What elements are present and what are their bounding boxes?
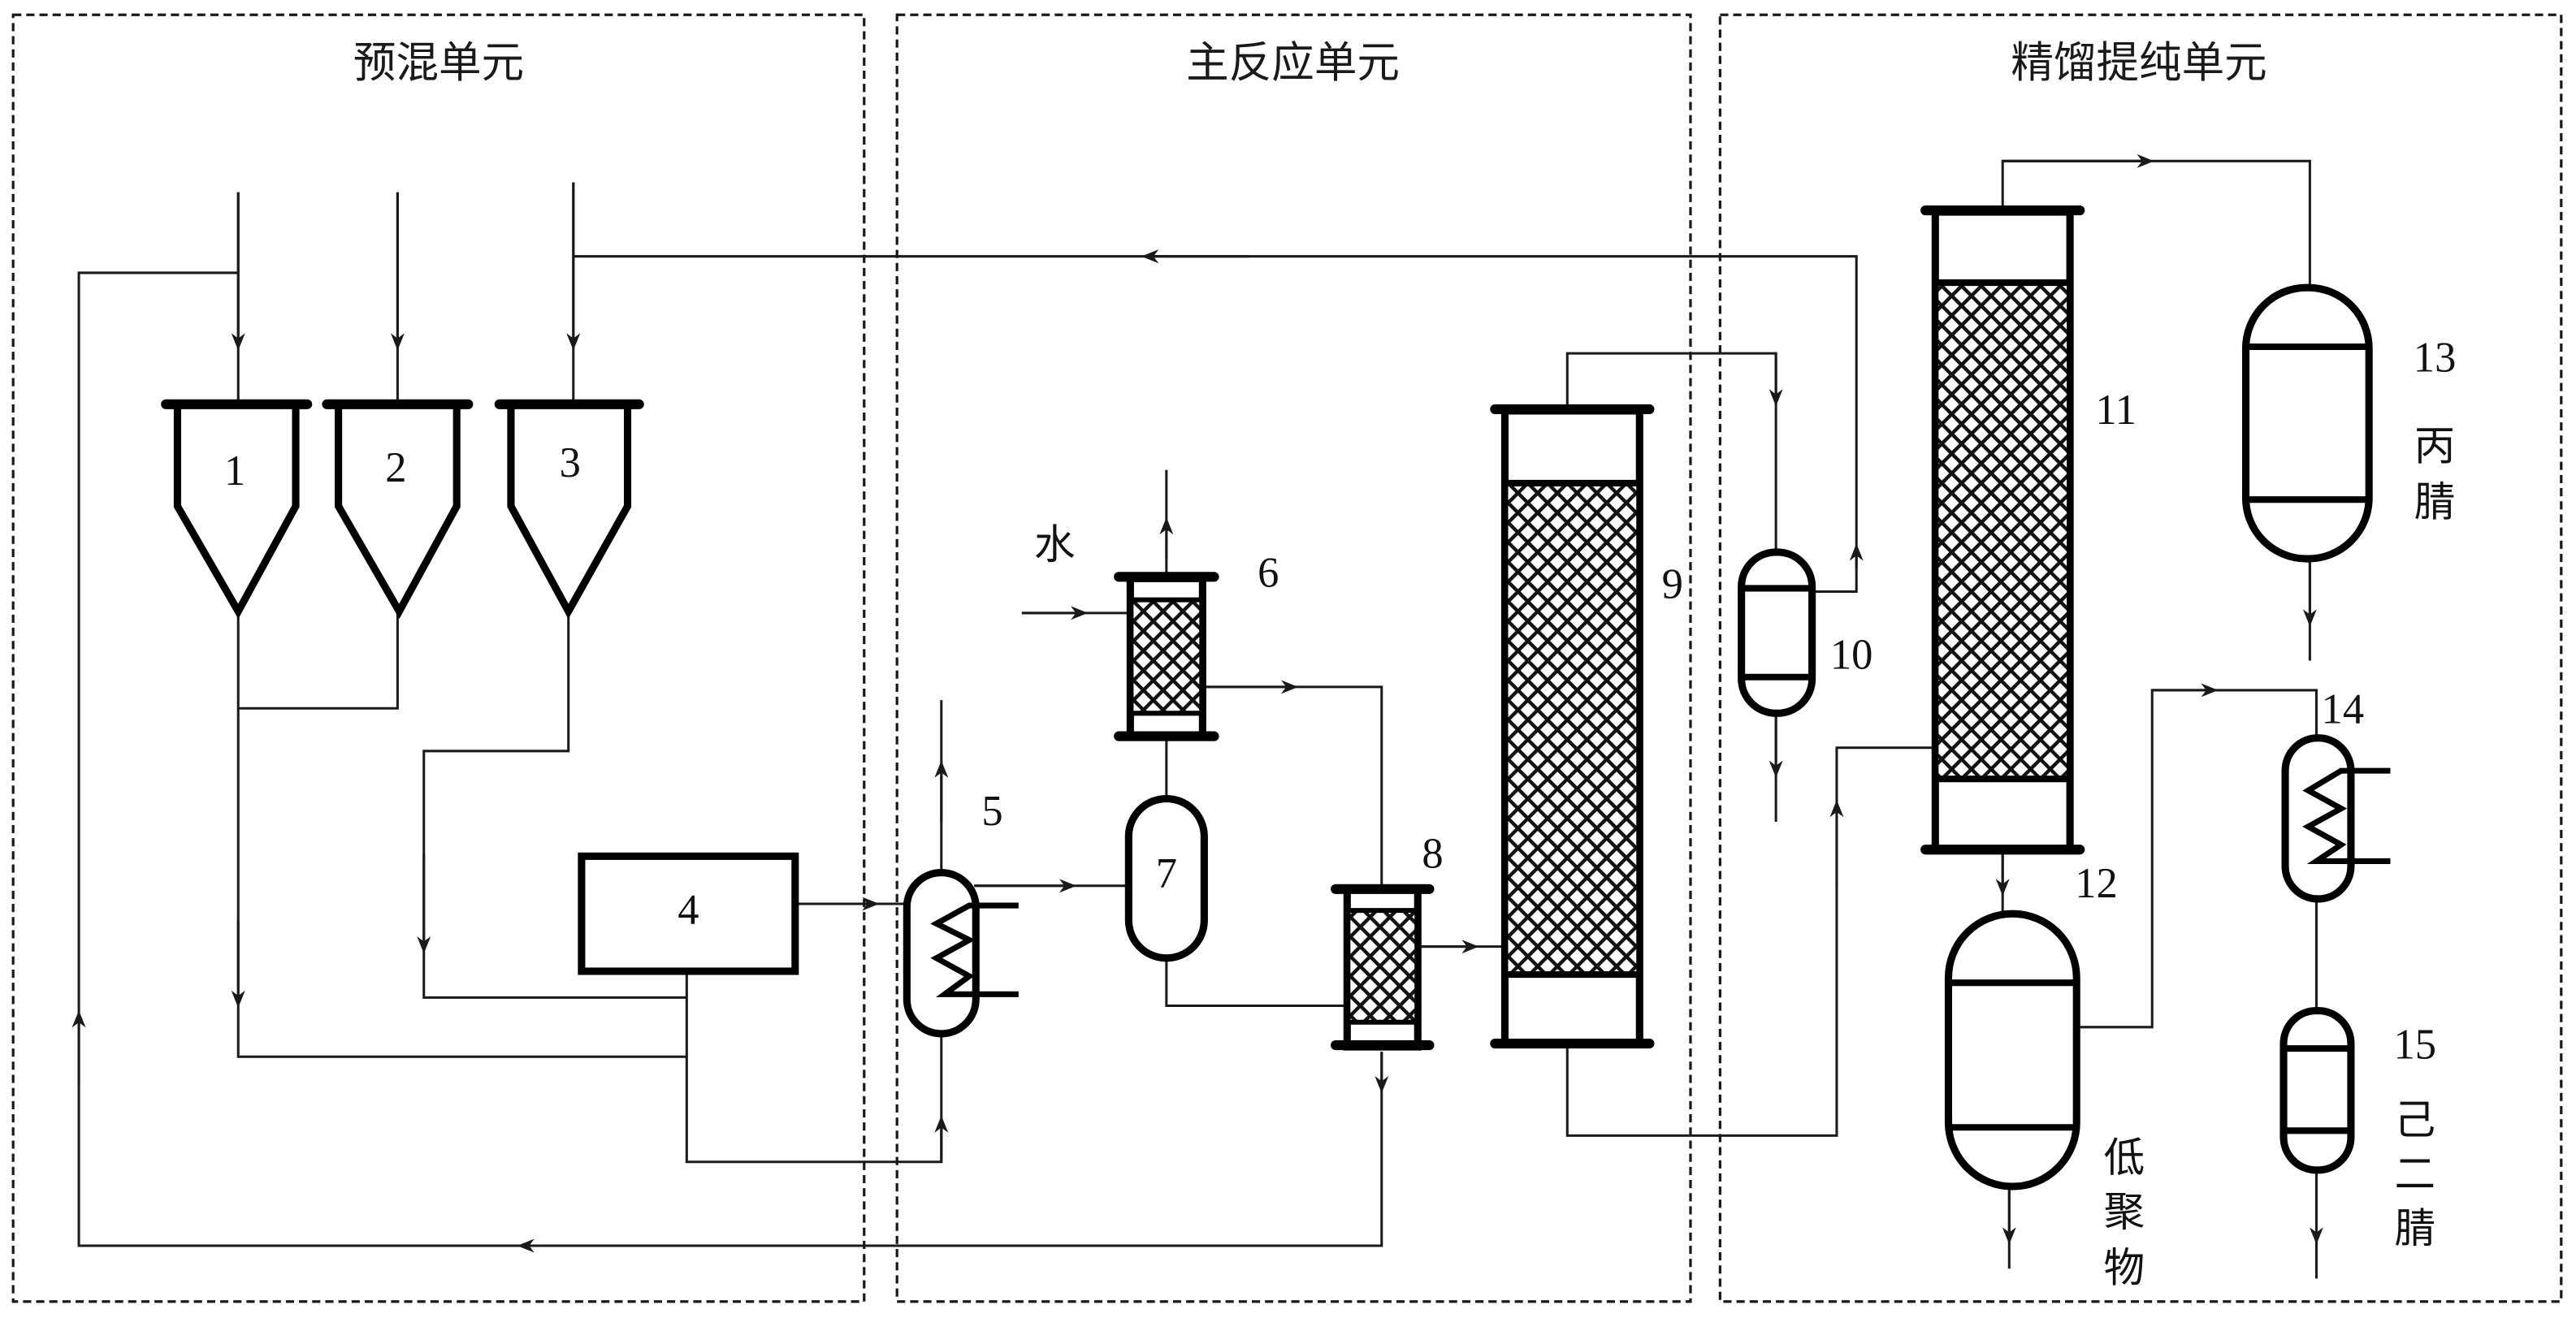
column-11-to-tank-13: [2001, 159, 2311, 288]
unit-main-reaction-title: 主反应单元: [1186, 38, 1400, 88]
recycle-pipe-8-to-1: [77, 271, 1383, 1247]
equipment-label-10: 10: [1830, 632, 1873, 679]
receiver-tank-13: 13 丙 腈: [2241, 283, 2457, 563]
separator-10-to-recycle: [1812, 568, 1858, 594]
unit-main-reaction: 主反应单元: [895, 13, 1692, 1303]
unit-premix-border: [11, 13, 866, 1303]
heat-exchanger-5: 5: [903, 788, 1019, 1038]
hopper-2-body: [335, 405, 461, 620]
propionitrile-label-2: 腈: [2414, 478, 2456, 525]
unit-premix-title: 预混单元: [353, 38, 524, 88]
water-label: 水: [1034, 521, 1076, 568]
absorber-6-to-reactor-8: [1204, 685, 1383, 888]
packed-reactor-8: 8: [1331, 830, 1444, 1051]
packed-reactor-8-packing: [1350, 912, 1415, 1021]
unit-distillation-border: [1718, 13, 2563, 1303]
oligomer-label-2: 聚: [2104, 1188, 2145, 1236]
vessel-7: 7: [1124, 794, 1208, 962]
packed-column-9-packing: [1508, 484, 1637, 974]
equipment-label-14: 14: [2322, 685, 2365, 732]
equipment-label-7: 7: [1156, 850, 1177, 897]
oligomer-label-1: 低: [2104, 1134, 2145, 1182]
column-9-to-column-11: [1565, 746, 1933, 1137]
unit-main-reaction-border: [895, 13, 1692, 1303]
heat-exchanger-5-coil: [930, 902, 1019, 997]
receiver-tank-15: 15 己 二 腈: [2279, 1007, 2437, 1252]
equipment-label-11: 11: [2095, 387, 2137, 434]
equipment-label-15: 15: [2394, 1021, 2437, 1068]
packed-absorber-6: 6 水: [1034, 521, 1279, 741]
receiver-tank-12: 12 低 聚 物: [1944, 860, 2145, 1291]
tank-4-bottom-to-5: [685, 969, 943, 1164]
unit-premix: 预混单元: [11, 13, 866, 1303]
hopper-3-outlet: [422, 612, 687, 999]
separator-10: 10: [1738, 548, 1873, 717]
adiponitrile-label-1: 己: [2395, 1095, 2436, 1143]
equipment-label-13: 13: [2414, 334, 2457, 381]
hopper-1-outlet: [236, 612, 687, 1058]
equipment-label-9: 9: [1662, 561, 1683, 608]
heat-exchanger-14-coil: [2302, 767, 2391, 864]
separator-10-body: [1738, 548, 1816, 717]
vessel-7-body: [1124, 794, 1208, 962]
packed-column-9: 9: [1490, 404, 1683, 1049]
equipment-label-1: 1: [224, 447, 245, 495]
equipment-label-6: 6: [1258, 549, 1279, 596]
equipment-label-4: 4: [678, 886, 699, 933]
hopper-1-body: [173, 405, 300, 620]
hopper-3: 3: [494, 399, 644, 620]
mixing-tank-4: 4: [578, 852, 799, 975]
heat-exchanger-14: 14: [2281, 685, 2391, 903]
equipment-label-3: 3: [560, 439, 581, 486]
hopper-2: 2: [322, 399, 474, 620]
distillation-column-11: 11: [1920, 205, 2137, 855]
vessel-7-to-reactor-8: [1165, 956, 1348, 1008]
packed-absorber-6-packing: [1133, 601, 1200, 712]
tank-12-to-exchanger-14: [2078, 689, 2318, 1029]
column-9-to-separator-10: [1565, 352, 1777, 552]
mixing-tank-4-body: [578, 852, 799, 975]
propionitrile-label-1: 丙: [2414, 422, 2456, 470]
recycle-pipe-10-to-3: [573, 255, 1858, 569]
equipment-label-2: 2: [385, 444, 406, 491]
hopper-1: 1: [161, 399, 313, 620]
pipes: [71, 153, 2323, 1279]
distillation-column-11-packing: [1938, 284, 2067, 778]
receiver-tank-13-body: [2241, 283, 2373, 563]
unit-distillation: 精馏提纯单元: [1718, 13, 2563, 1303]
equipment-label-5: 5: [981, 788, 1002, 835]
equipment-label-12: 12: [2075, 860, 2118, 907]
hopper-3-body: [507, 405, 632, 620]
oligomer-label-3: 物: [2104, 1243, 2145, 1291]
unit-distillation-title: 精馏提纯单元: [2011, 38, 2266, 88]
hopper-2-outlet: [238, 612, 399, 710]
receiver-tank-12-body: [1944, 910, 2080, 1191]
adiponitrile-label-3: 腈: [2395, 1204, 2436, 1252]
adiponitrile-label-2: 二: [2395, 1150, 2436, 1198]
receiver-tank-15-body: [2279, 1007, 2355, 1174]
equipment-label-8: 8: [1422, 830, 1443, 877]
